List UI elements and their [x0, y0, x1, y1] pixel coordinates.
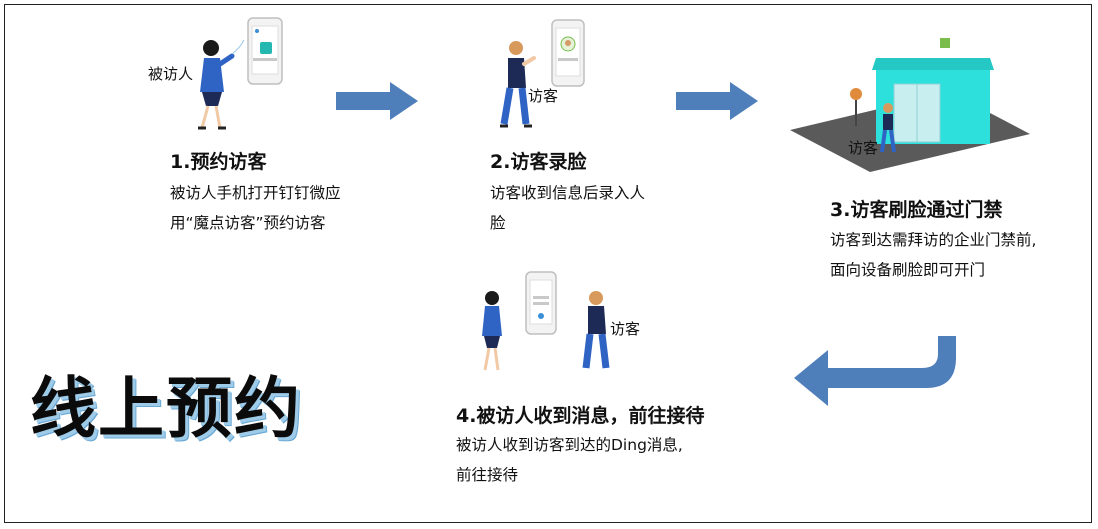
arrow-right-icon [676, 82, 758, 120]
building-icon [872, 58, 994, 144]
step-2-desc: 访客收到信息后录入人 脸 [490, 178, 645, 238]
step-3-title: 3.访客刷脸通过门禁 [830, 199, 1003, 221]
visitor-label-4: 访客 [610, 320, 641, 338]
visitor-label-3: 访客 [848, 139, 879, 157]
phone-icon [551, 19, 585, 87]
step-1-desc: 被访人手机打开钉钉微应 用“魔点访客”预约访客 [170, 178, 341, 238]
big-title: 线上预约 [30, 370, 302, 447]
step-1-desc-line: 用“魔点访客”预约访客 [170, 214, 326, 232]
person-icon [500, 41, 536, 128]
step-1-desc-line: 被访人手机打开钉钉微应 [170, 184, 341, 202]
phone-icon [525, 271, 557, 335]
host-with-phone-illustration [198, 17, 283, 130]
step-4-desc-line: 前往接待 [456, 466, 519, 484]
step-3-desc: 访客到达需拜访的企业门禁前, 面向设备刷脸即可开门 [830, 225, 1036, 285]
person-icon [582, 291, 610, 369]
step-3-desc-line: 面向设备刷脸即可开门 [830, 261, 986, 279]
step-2-desc-line: 访客收到信息后录入人 [490, 184, 646, 202]
host-label-1: 被访人 [148, 65, 194, 83]
step-4-desc: 被访人收到访客到达的Ding消息, 前往接待 [456, 430, 683, 490]
phone-icon [247, 17, 283, 85]
person-icon [198, 39, 245, 130]
arrow-right-icon [336, 82, 418, 120]
step-2-title: 2.访客录脸 [490, 151, 587, 173]
arrow-curved-icon [794, 336, 956, 406]
person-icon [482, 291, 502, 371]
step-1-title: 1.预约访客 [170, 151, 267, 173]
building-gate-illustration [790, 38, 1030, 172]
visitor-label-2: 访客 [528, 87, 559, 105]
person-icon [880, 103, 896, 153]
step-3-desc-line: 访客到达需拜访的企业门禁前, [830, 231, 1037, 249]
host-receives-illustration [482, 271, 610, 371]
step-2-desc-line: 脸 [490, 214, 506, 232]
step-4-desc-line: 被访人收到访客到达的Ding消息, [456, 436, 683, 454]
step-4-title: 4.被访人收到消息，前往接待 [456, 405, 705, 427]
diagram-frame [4, 4, 1092, 523]
visitor-face-illustration [500, 19, 585, 128]
